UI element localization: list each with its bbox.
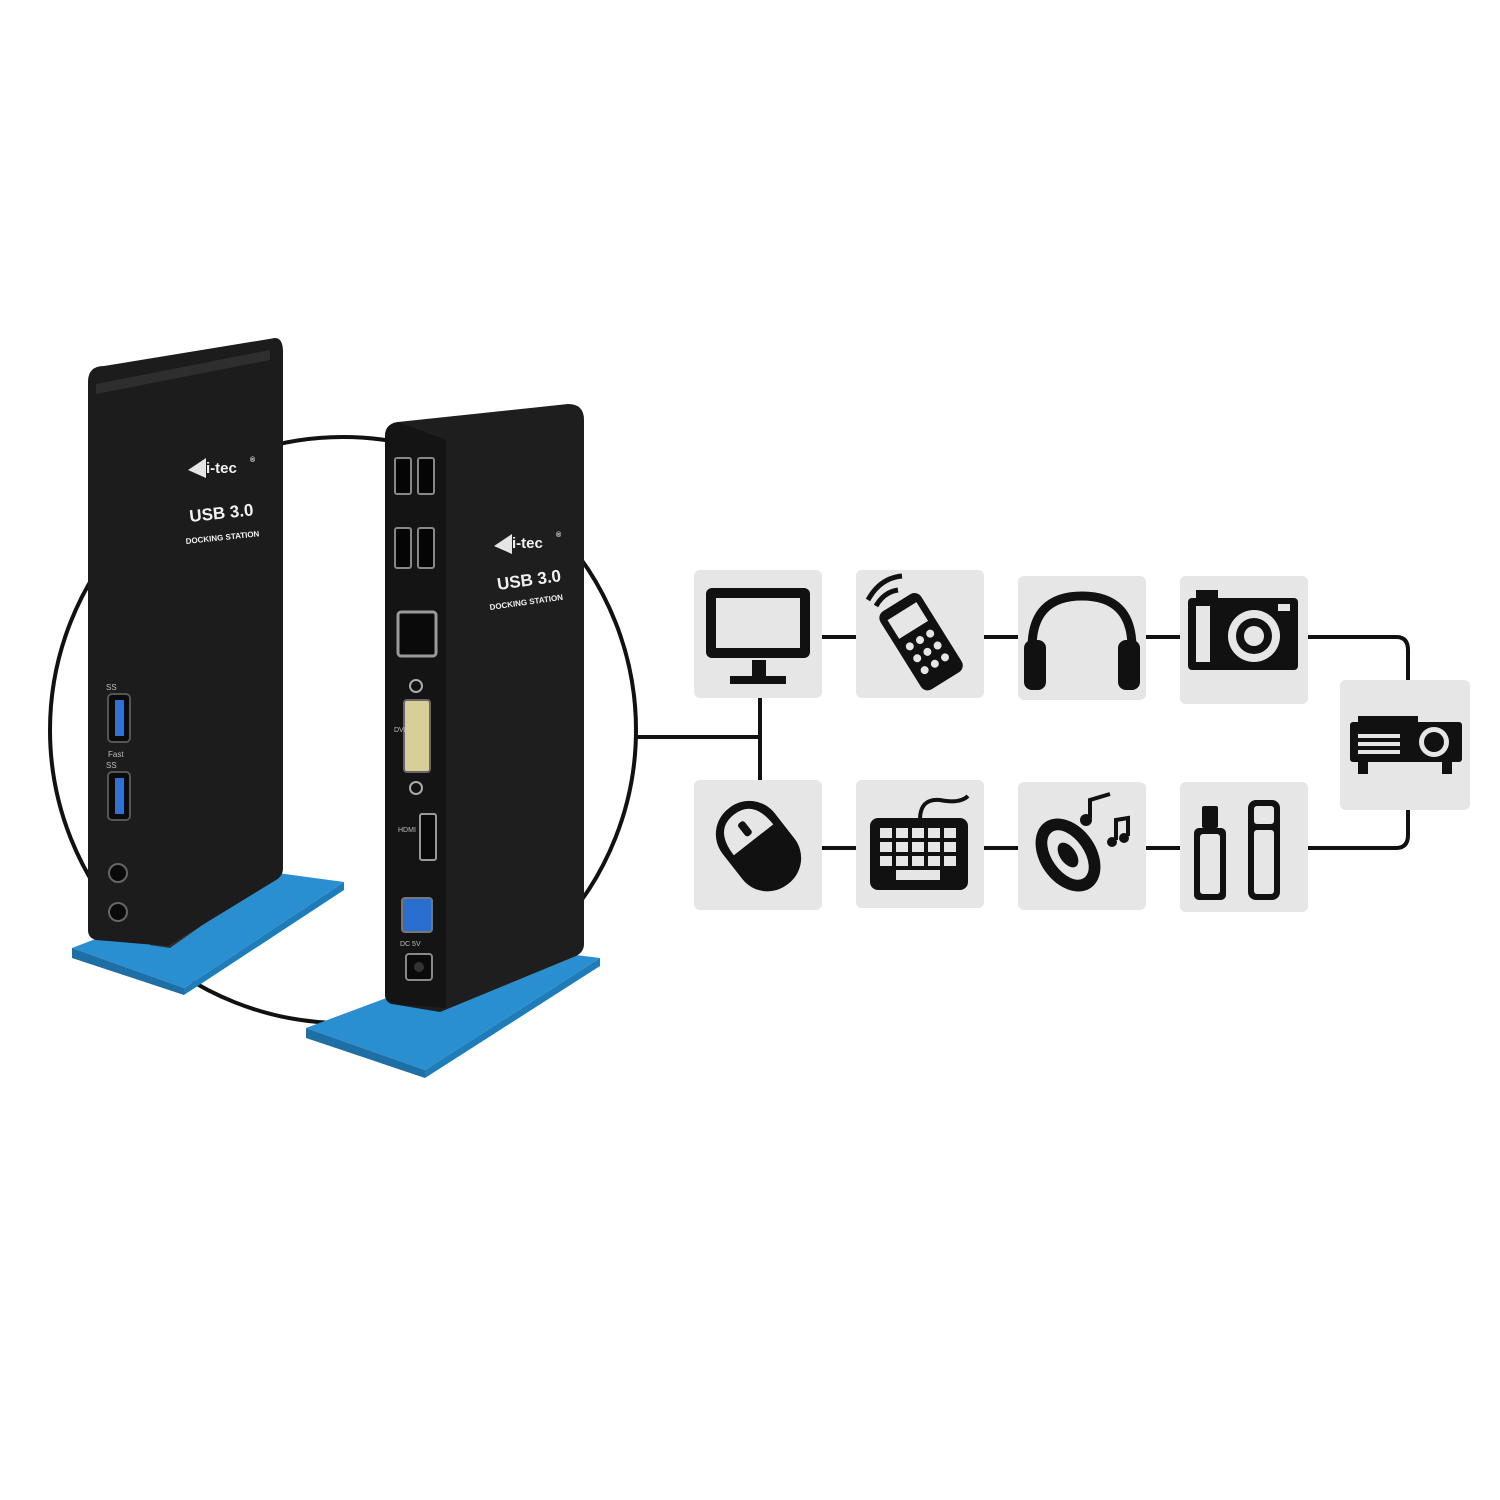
mouse-icon (715, 800, 802, 892)
headphone-jack[interactable] (108, 863, 128, 883)
svg-text:DC 5V: DC 5V (400, 941, 421, 948)
connector-lines (636, 635, 1410, 850)
svg-text:®: ® (556, 531, 562, 539)
front-brand-logo: i-tec ® (188, 456, 256, 478)
rear-usb-port-1[interactable] (394, 457, 412, 495)
svg-text:SS: SS (106, 683, 117, 692)
usb3-upstream-port[interactable] (401, 897, 433, 933)
device-tile-monitor (694, 570, 822, 698)
microphone-jack[interactable] (108, 902, 128, 922)
svg-text:®: ® (250, 456, 256, 464)
device-tile-mouse (694, 780, 822, 910)
device-tile-phone (856, 570, 984, 698)
rear-usb-port-2[interactable] (417, 457, 435, 495)
headphones-icon (1024, 591, 1140, 690)
keyboard-icon (870, 794, 970, 890)
projector-icon (1350, 716, 1462, 774)
ethernet-port[interactable] (396, 610, 438, 658)
svg-text:i-tec: i-tec (512, 535, 543, 552)
rear-brand-logo: i-tec ® (494, 531, 562, 554)
mobile-phone-icon (879, 592, 963, 691)
front-dock-unit: i-tec ® USB 3.0 DOCKING STATION SS Fast … (72, 338, 344, 995)
rear-usb-port-4[interactable] (417, 527, 435, 569)
device-tile-camera (1180, 576, 1308, 704)
rear-dock-unit: i-tec ® USB 3.0 DOCKING STATION DVI HDMI… (306, 404, 600, 1078)
dvi-port[interactable] (403, 699, 431, 773)
rear-dock-stand (306, 948, 600, 1070)
device-tile-keyboard (856, 780, 984, 908)
svg-text:i-tec: i-tec (206, 460, 237, 477)
usb-flash-drive-icon (1194, 800, 1280, 900)
device-tile-usb-drive (1180, 782, 1308, 912)
device-tile-projector (1340, 680, 1470, 810)
front-dock-body (88, 338, 283, 946)
device-tile-speaker (1018, 782, 1146, 910)
svg-text:SS: SS (106, 761, 117, 770)
monitor-icon (706, 588, 810, 684)
hdmi-port[interactable] (419, 813, 437, 861)
front-dock-stand (72, 872, 344, 988)
rear-usb-port-3[interactable] (394, 527, 412, 569)
speaker-music-icon (1035, 792, 1130, 892)
svg-text:DVI: DVI (394, 727, 406, 734)
device-tile-headphones (1018, 576, 1146, 700)
camera-icon (1188, 590, 1298, 670)
svg-text:Fast: Fast (108, 750, 124, 759)
svg-text:HDMI: HDMI (398, 827, 416, 834)
